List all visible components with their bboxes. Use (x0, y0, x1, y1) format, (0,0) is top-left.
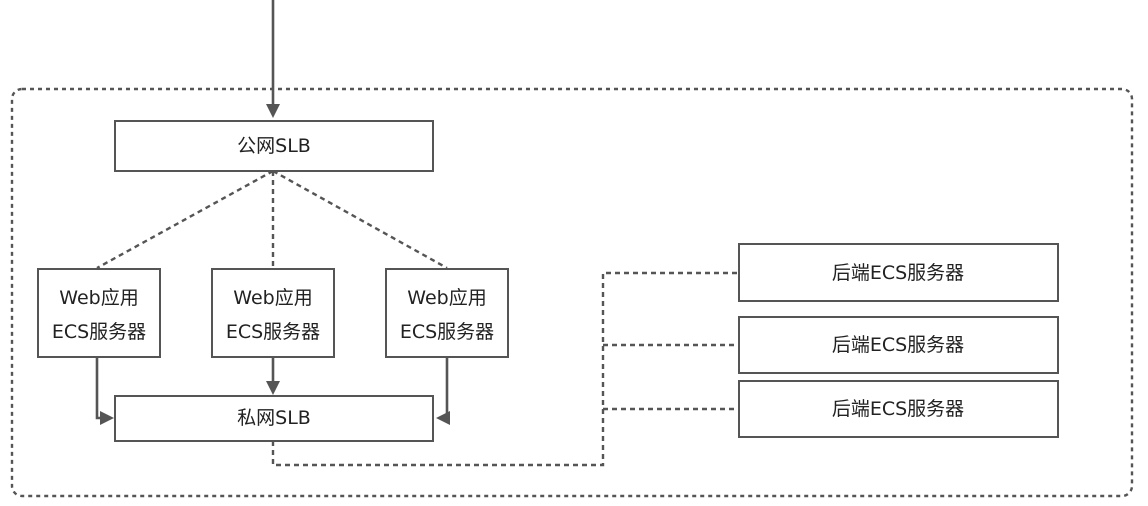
link-private-slb-to-backend-bus (271, 271, 738, 467)
backend-server-3-label: 后端ECS服务器 (832, 398, 964, 420)
backend-server-node-2: 后端ECS服务器 (738, 316, 1059, 374)
web-server-node-1: Web应用 ECS服务器 (37, 268, 161, 358)
link-web-3-to-private-slb (445, 358, 449, 420)
web-server-2-line2: ECS服务器 (226, 321, 320, 343)
web-server-3-line1: Web应用 (407, 287, 486, 309)
link-web-1-arrowhead (100, 411, 114, 425)
public-slb-node: 公网SLB (114, 120, 434, 172)
incoming-traffic-arrowhead (266, 104, 280, 118)
link-web-1-to-private-slb (95, 358, 102, 420)
private-slb-node: 私网SLB (114, 395, 434, 442)
backend-server-1-label: 后端ECS服务器 (832, 262, 964, 284)
web-server-1-line2: ECS服务器 (52, 321, 146, 343)
network-boundary (10, 87, 1134, 498)
web-server-3-line2: ECS服务器 (400, 321, 494, 343)
link-web-2-arrowhead (266, 381, 280, 395)
backend-server-node-3: 后端ECS服务器 (738, 380, 1059, 438)
link-web-3-arrowhead (436, 411, 450, 425)
public-slb-label: 公网SLB (237, 135, 311, 157)
backend-server-node-1: 后端ECS服务器 (738, 243, 1059, 302)
web-server-node-2: Web应用 ECS服务器 (211, 268, 335, 358)
private-slb-label: 私网SLB (237, 407, 311, 429)
backend-server-2-label: 后端ECS服务器 (832, 334, 964, 356)
web-server-node-3: Web应用 ECS服务器 (385, 268, 509, 358)
web-server-1-line1: Web应用 (59, 287, 138, 309)
link-public-slb-to-web-1 (96, 169, 274, 270)
link-public-slb-to-web-3 (272, 169, 448, 270)
web-server-2-line1: Web应用 (233, 287, 312, 309)
